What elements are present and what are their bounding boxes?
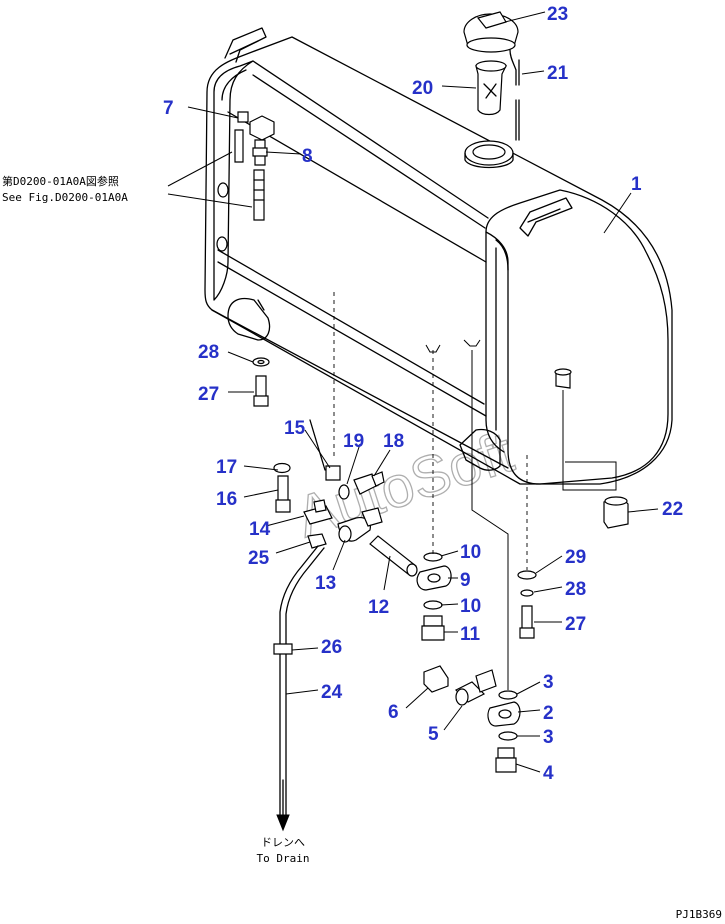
callout-2: 2	[543, 703, 554, 724]
text-notes: 第D0200-01A0A図参照 See Fig.D0200-01A0A ドレンへ…	[2, 174, 722, 921]
callout-19: 19	[343, 431, 364, 452]
callout-9: 9	[460, 570, 471, 591]
callout-22: 22	[662, 499, 683, 520]
callout-26: 26	[321, 637, 342, 658]
watermark-text: AutoSoft	[289, 419, 521, 550]
callout-13: 13	[315, 573, 336, 594]
callout-12: 12	[368, 597, 389, 618]
fuel-tank-body	[204, 27, 673, 485]
callout-11: 11	[460, 624, 481, 645]
callout-27a: 27	[198, 384, 219, 405]
callout-5: 5	[428, 724, 439, 745]
callout-14: 14	[249, 519, 271, 540]
callout-labels: 1 2 3 3 4 5 6 7 8 9 10 10 11 12 13 14 15…	[163, 4, 683, 784]
callout-6: 6	[388, 702, 399, 723]
callout-16: 16	[216, 489, 237, 510]
callout-27b: 27	[565, 614, 586, 635]
callout-20: 20	[412, 78, 433, 99]
callout-21: 21	[547, 63, 569, 84]
callout-24: 24	[321, 682, 343, 703]
callout-28a: 28	[198, 342, 219, 363]
reference-note-en: See Fig.D0200-01A0A	[2, 191, 128, 204]
callout-17: 17	[216, 457, 237, 478]
small-parts	[234, 11, 629, 832]
reference-note-ja: 第D0200-01A0A図参照	[2, 174, 119, 188]
callout-29: 29	[565, 547, 586, 568]
callout-28b: 28	[565, 579, 586, 600]
callout-8: 8	[302, 146, 313, 167]
drain-note-ja: ドレンへ	[261, 836, 305, 849]
callout-18: 18	[383, 431, 404, 452]
figure-code: PJ1B369	[676, 908, 722, 921]
callout-3a: 3	[543, 672, 554, 693]
leader-lines	[167, 11, 659, 773]
callout-10b: 10	[460, 596, 481, 617]
callout-10a: 10	[460, 542, 481, 563]
drain-note-en: To Drain	[257, 852, 310, 865]
callout-23: 23	[547, 4, 568, 25]
callout-15: 15	[284, 418, 306, 439]
callout-3b: 3	[543, 727, 554, 748]
callout-4: 4	[543, 763, 554, 784]
callout-7: 7	[163, 98, 174, 119]
callout-25: 25	[248, 548, 270, 569]
callout-1: 1	[631, 174, 642, 195]
connection-lines	[333, 292, 617, 690]
